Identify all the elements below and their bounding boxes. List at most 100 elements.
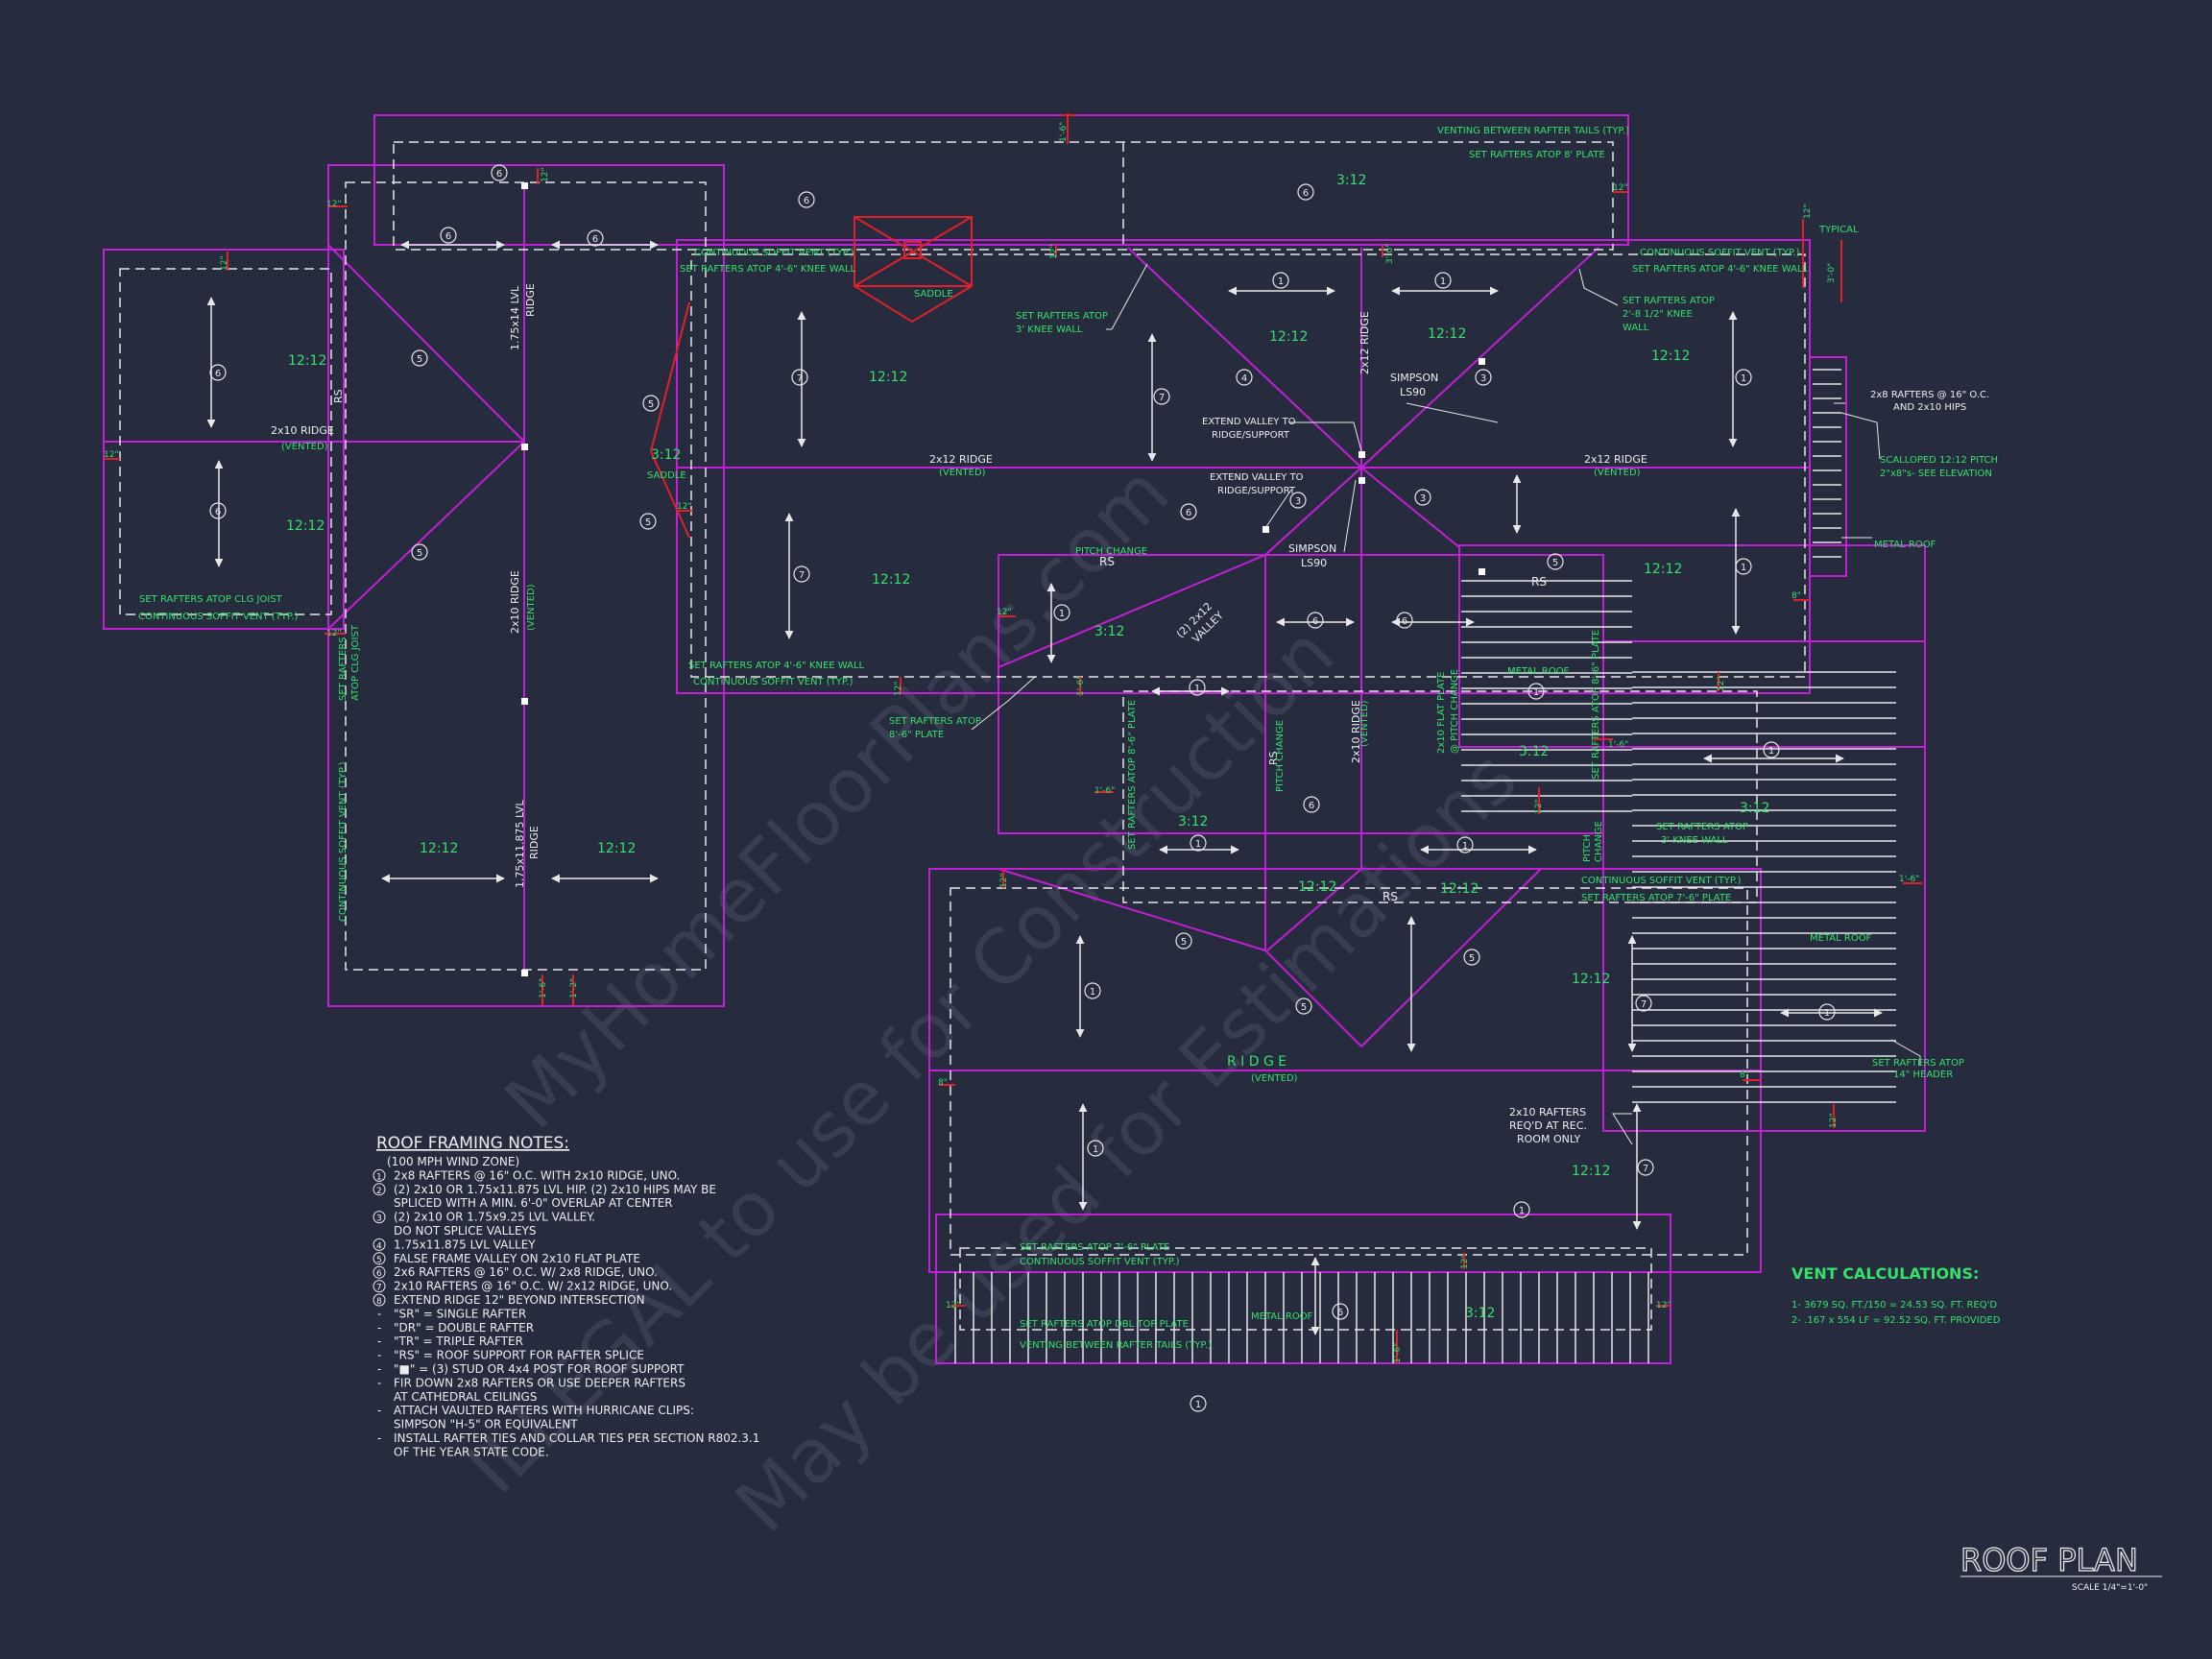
- callout-circle: [411, 349, 428, 367]
- callout-circle: [1763, 741, 1780, 758]
- rafters-8-6-label: SET RAFTERS ATOP 8'-6" PLATE: [1127, 700, 1138, 850]
- knee-wall-label: 2'-8 1/2" KNEE: [1623, 309, 1693, 320]
- roof-framing-notes: ROOF FRAMING NOTES: (100 MPH WIND ZONE)1…: [373, 1134, 759, 1458]
- svg-text:12": 12": [541, 167, 550, 182]
- svg-text:8": 8": [1791, 591, 1801, 601]
- callout-number: 1: [1741, 373, 1746, 384]
- callout-circle: [1236, 369, 1253, 386]
- note-number: 8: [376, 1297, 382, 1307]
- lvl-ridge-label: RIDGE: [524, 283, 537, 317]
- note-dash: -: [377, 1431, 381, 1445]
- callout-number: 6: [215, 507, 221, 517]
- vent-calculations: VENT CALCULATIONS: 1- 3679 SQ. FT./150 =…: [1791, 1264, 2001, 1326]
- rs-label: RS: [1382, 890, 1398, 903]
- pitch-change-label: PITCH CHANGE: [1075, 546, 1147, 557]
- extend-valley-label: EXTEND VALLEY TO: [1210, 472, 1304, 483]
- callout-number: 1: [1278, 276, 1284, 287]
- callout-circle: [791, 369, 808, 386]
- pitch-12-12: 12:12: [286, 518, 325, 534]
- metal-roof-label: METAL ROOF: [1874, 540, 1936, 550]
- typical-label: TYPICAL: [1818, 225, 1859, 235]
- saddle-label: SADDLE: [914, 289, 953, 300]
- note-number-circle: [373, 1211, 386, 1224]
- pitch-labels: 12:12 12:12 12:12 12:12 12:12 12:12 12:1…: [286, 173, 1769, 1321]
- pitch-12-12: 12:12: [1572, 1164, 1610, 1179]
- pitch-12-12: 12:12: [872, 572, 910, 588]
- structural-labels: 2x10 RIDGE 2x12 RIDGE 2x12 RIDGE SIMPSON…: [271, 283, 1989, 1145]
- callout-number: 5: [417, 548, 422, 559]
- vented-label: (VENTED): [281, 442, 328, 452]
- svg-text:12": 12": [1829, 1113, 1839, 1128]
- callout-circle: [491, 164, 508, 181]
- callout-number: 3: [1420, 493, 1426, 504]
- clg-joist-label: ATOP CLG JOIST: [350, 624, 361, 701]
- green-labels: VENTING BETWEEN RAFTER TAILS (TYP.) SET …: [138, 126, 1998, 1351]
- vent-heading: VENT CALCULATIONS:: [1791, 1264, 1979, 1283]
- note-number-circle: [373, 1183, 386, 1196]
- vented-label: (VENTED): [1594, 468, 1641, 478]
- note-line: FALSE FRAME VALLEY ON 2x10 FLAT PLATE: [394, 1252, 640, 1265]
- metal-roof-label: METAL ROOF: [1507, 666, 1570, 677]
- note-dash: -: [377, 1349, 381, 1362]
- soffit-label: CONTINUOUS SOFFIT VENT (TYP.): [1020, 1257, 1180, 1267]
- callout-circle: [1272, 272, 1289, 289]
- lsu-label: LS90: [1400, 386, 1426, 398]
- note-line: (100 MPH WIND ZONE): [387, 1155, 519, 1168]
- rafters-7-6-label: SET RAFTERS ATOP 7'-6" PLATE: [1020, 1242, 1169, 1253]
- callout-circle: [793, 565, 810, 583]
- rec-room-note: 2x10 RAFTERS: [1509, 1106, 1586, 1118]
- rafters-8-6-label: 8'-6" PLATE: [889, 730, 944, 740]
- note-line: (2) 2x10 OR 1.75x11.875 LVL HIP. (2) 2x1…: [394, 1183, 716, 1196]
- pitch-12-12: 12:12: [1440, 881, 1479, 897]
- callout-number: 1: [1519, 1206, 1525, 1216]
- callout-circle: [1295, 998, 1312, 1015]
- svg-text:12": 12": [326, 200, 342, 209]
- svg-text:12": 12": [997, 608, 1012, 617]
- svg-text:12": 12": [1460, 1254, 1470, 1269]
- pitch-change-label: PITCH CHANGE: [1275, 720, 1286, 792]
- callout-circle: [798, 191, 815, 208]
- lsu-label: LS90: [1301, 557, 1327, 569]
- note-line: "RS" = ROOF SUPPORT FOR RAFTER SPLICE: [394, 1349, 644, 1362]
- callout-circle: [1818, 1003, 1836, 1021]
- callout-circle: [1547, 553, 1564, 570]
- callout-number: 1: [1824, 1008, 1830, 1019]
- svg-text:12": 12": [104, 450, 119, 460]
- callout-circle: [1414, 489, 1431, 506]
- pitch-12-12: 12:12: [1644, 562, 1682, 577]
- note-number-circle: [373, 1168, 386, 1182]
- svg-text:12": 12": [1717, 676, 1726, 691]
- callout-number: 7: [1643, 1164, 1648, 1174]
- callout-number: 1: [1090, 987, 1095, 998]
- pitch-3-12: 3:12: [1336, 173, 1366, 188]
- pitch-12-12: 12:12: [1651, 349, 1690, 364]
- soffit-label: CONTINUOUS SOFFIT VENT (TYP.): [1640, 248, 1800, 258]
- callout-number: 6: [1186, 508, 1191, 518]
- rafters-dbl-label: SET RAFTERS ATOP DBL TOP PLATE: [1020, 1319, 1189, 1330]
- callout-number: 1: [1059, 609, 1065, 619]
- callout-circle: [1463, 949, 1480, 966]
- extend-valley-label: RIDGE/SUPPORT: [1217, 486, 1296, 496]
- callout-number: 5: [1301, 1002, 1307, 1013]
- callout-circle: [1053, 604, 1070, 621]
- ridge-label: R I D G E: [1227, 1054, 1286, 1070]
- note-line: SIMPSON "H-5" OR EQUIVALENT: [394, 1418, 578, 1431]
- metal-roof-label: METAL ROOF: [1810, 933, 1872, 944]
- venting-label: VENTING BETWEEN RAFTER TAILS (TYP.): [1437, 126, 1629, 136]
- svg-text:1'-6": 1'-6": [539, 978, 548, 998]
- callout-circle: [639, 513, 657, 530]
- svg-text:12": 12": [220, 255, 229, 271]
- header-label: SET RAFTERS ATOP: [1872, 1058, 1964, 1069]
- vented-label: (VENTED): [1251, 1073, 1298, 1084]
- callout-number: 6: [1309, 801, 1314, 811]
- metal-roof-label: METAL ROOF: [1251, 1311, 1313, 1322]
- vent-line-2: 2- .167 x 554 LF = 92.52 SQ. FT. PROVIDE…: [1791, 1315, 2001, 1326]
- rafters-note: AND 2x10 HIPS: [1893, 402, 1966, 413]
- svg-text:1'-6": 1'-6": [1094, 786, 1115, 796]
- ridge-label-vertical: 2x10 RIDGE: [509, 570, 521, 634]
- svg-text:3'-0": 3'-0": [1827, 263, 1837, 283]
- clg-joist-label: SET RAFTERS ATOP CLG JOIST: [139, 594, 283, 605]
- notes-heading: ROOF FRAMING NOTES:: [376, 1134, 569, 1153]
